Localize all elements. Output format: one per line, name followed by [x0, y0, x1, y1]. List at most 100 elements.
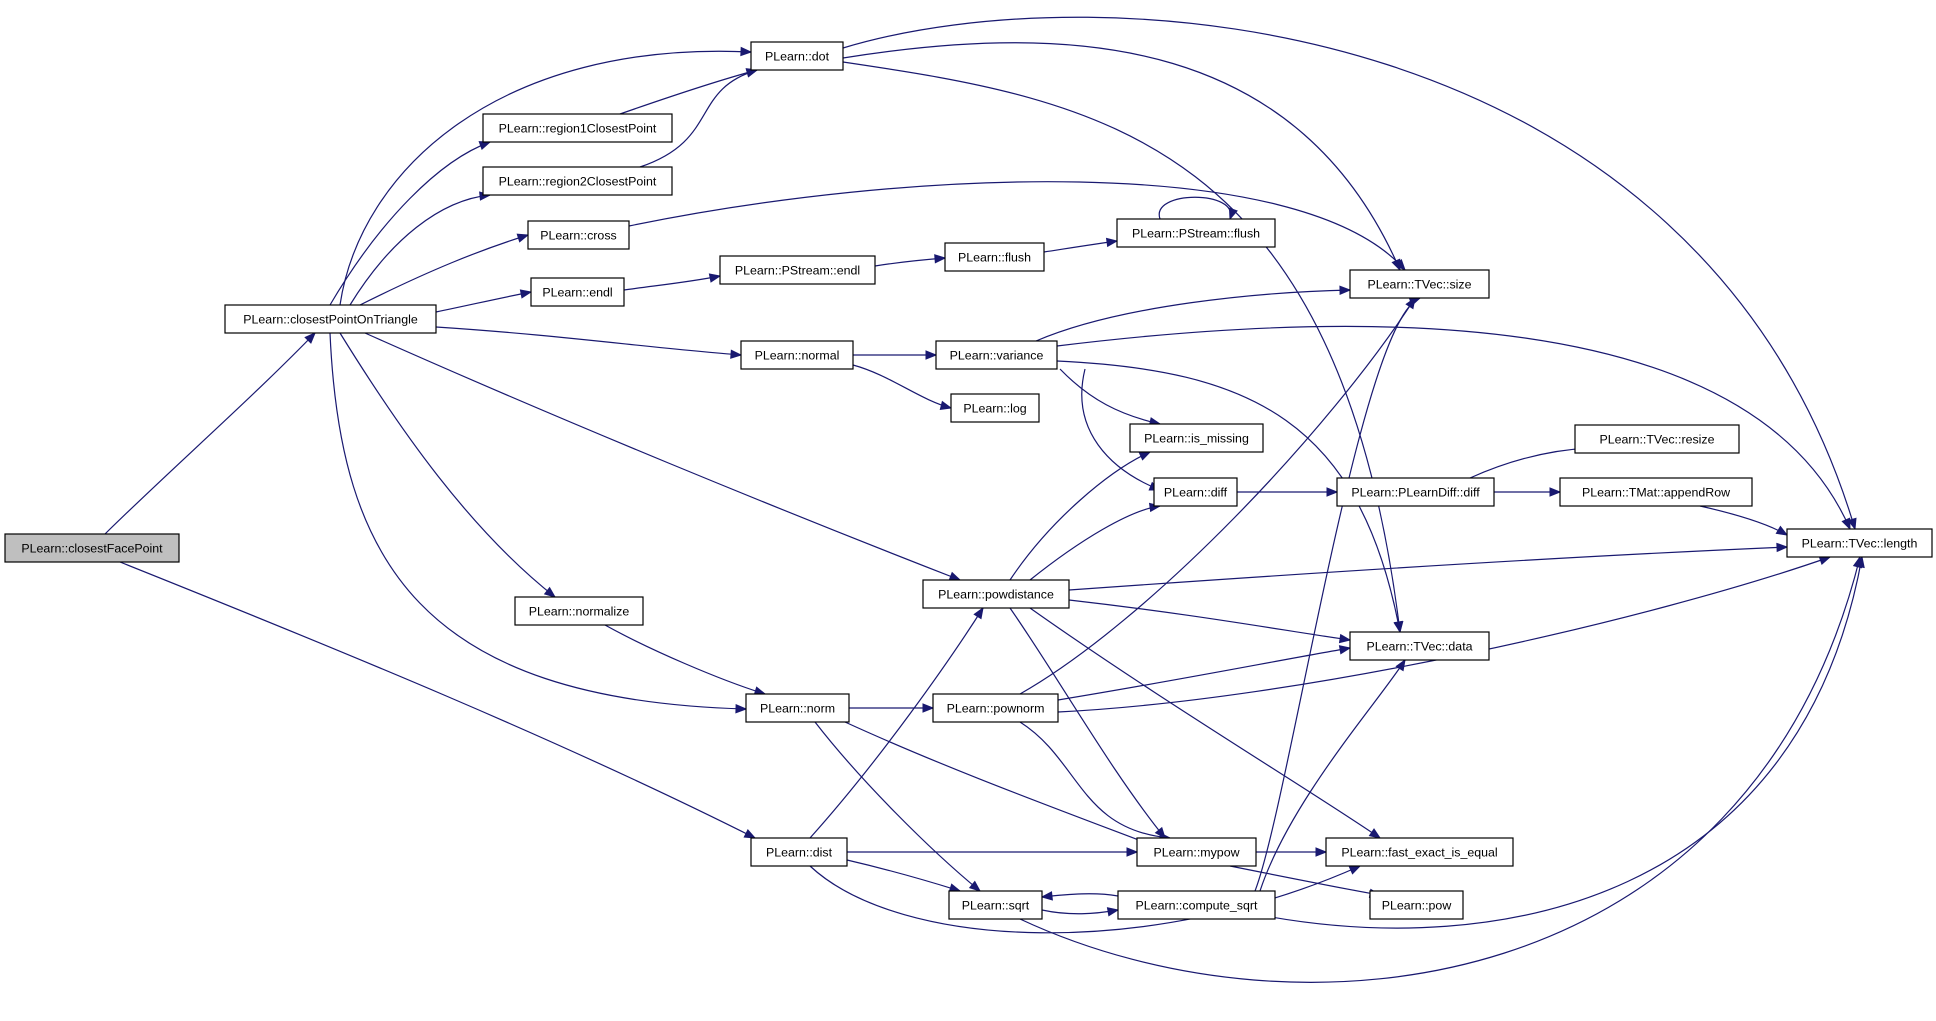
- node-fast-exact[interactable]: PLearn::fast_exact_is_equal: [1325, 837, 1514, 867]
- edge-powdistance-to-mypow: [1009, 607, 1166, 840]
- node-box: [482, 113, 673, 143]
- edge-cross-to-tvec-size: [628, 181, 1406, 272]
- edge-variance-to-tvec-data: [1056, 360, 1403, 634]
- arrowhead-icon: [1775, 525, 1789, 536]
- node-tvec-size[interactable]: PLearn::TVec::size: [1349, 269, 1490, 299]
- node-tvec-data[interactable]: PLearn::TVec::data: [1349, 631, 1490, 661]
- node-log[interactable]: PLearn::log: [950, 393, 1040, 423]
- node-cross[interactable]: PLearn::cross: [527, 220, 630, 250]
- arrowhead-icon: [1040, 891, 1053, 901]
- node-box: [1117, 890, 1276, 920]
- edge-closest-point-on-triangle-to-normalize: [339, 332, 557, 598]
- node-normalize[interactable]: PLearn::normalize: [514, 596, 644, 626]
- node-pstream-endl[interactable]: PLearn::PStream::endl: [719, 255, 876, 285]
- edge-variance-to-is-missing: [1059, 368, 1162, 427]
- arrowhead-icon: [478, 141, 492, 151]
- edge-normalize-to-norm: [604, 624, 767, 696]
- node-label: PLearn::endl: [542, 286, 612, 300]
- node-diff[interactable]: PLearn::diff: [1153, 477, 1238, 507]
- edge-closest-point-on-triangle-to-powdistance: [364, 332, 962, 581]
- node-box: [1129, 423, 1264, 453]
- edge-variance-to-tvec-size: [1035, 285, 1352, 342]
- node-closest-point-on-triangle[interactable]: PLearn::closestPointOnTriangle: [224, 304, 437, 334]
- arrowhead-icon: [922, 703, 935, 713]
- node-pstream-flush[interactable]: PLearn::PStream::flush: [1116, 218, 1276, 248]
- arrowhead-icon: [730, 349, 743, 359]
- node-box: [1116, 218, 1276, 248]
- node-closest-face-point[interactable]: PLearn::closestFacePoint: [4, 533, 180, 563]
- node-box: [530, 277, 625, 307]
- node-box: [1325, 837, 1514, 867]
- node-label: PLearn::PStream::flush: [1132, 227, 1260, 241]
- node-region2[interactable]: PLearn::region2ClosestPoint: [482, 166, 673, 196]
- arrowhead-icon: [543, 586, 557, 598]
- node-box: [750, 837, 848, 867]
- node-normal[interactable]: PLearn::normal: [740, 340, 854, 370]
- node-sqrt[interactable]: PLearn::sqrt: [948, 890, 1043, 920]
- node-box: [932, 693, 1059, 723]
- node-dist[interactable]: PLearn::dist: [750, 837, 848, 867]
- node-label: PLearn::pow: [1382, 899, 1452, 913]
- edge-closest-face-point-to-closest-point-on-triangle: [104, 332, 316, 535]
- node-label: PLearn::PStream::endl: [735, 264, 860, 278]
- node-label: PLearn::TVec::data: [1366, 640, 1472, 654]
- node-resize[interactable]: PLearn::TVec::resize: [1574, 424, 1740, 454]
- edge-diff-to-plearn-diff: [1236, 487, 1339, 497]
- arrowhead-icon: [1841, 517, 1851, 531]
- node-dot[interactable]: PLearn::dot: [750, 41, 844, 71]
- edge-append-row-to-tvec-length: [1699, 505, 1789, 536]
- arrowhead-icon: [925, 350, 938, 360]
- edge-endl-to-pstream-endl: [623, 273, 722, 291]
- node-label: PLearn::TMat::appendRow: [1582, 486, 1730, 500]
- node-box: [745, 693, 850, 723]
- node-label: PLearn::normalize: [529, 605, 630, 619]
- edge-flush-to-pstream-flush: [1043, 237, 1119, 253]
- arrowhead-icon: [519, 289, 533, 299]
- node-box: [719, 255, 876, 285]
- edge-variance-to-tvec-length: [1056, 325, 1851, 531]
- node-pownorm[interactable]: PLearn::pownorm: [932, 693, 1059, 723]
- edge-sqrt-to-compute-sqrt: [1041, 907, 1120, 917]
- edge-dist-to-mypow: [847, 847, 1139, 857]
- node-pow[interactable]: PLearn::pow: [1369, 890, 1464, 920]
- node-label: PLearn::diff: [1164, 486, 1228, 500]
- node-label: PLearn::region2ClosestPoint: [499, 175, 657, 189]
- edge-region1-to-dot: [619, 68, 759, 115]
- arrowhead-icon: [1126, 847, 1139, 857]
- node-is-missing[interactable]: PLearn::is_missing: [1129, 423, 1264, 453]
- node-label: PLearn::fast_exact_is_equal: [1341, 846, 1497, 860]
- node-box: [950, 393, 1040, 423]
- edge-dist-to-sqrt: [846, 859, 962, 893]
- node-plearn-diff[interactable]: PLearn::PLearnDiff::diff: [1336, 477, 1495, 507]
- edge-dot-to-tvec-data: [842, 61, 1404, 634]
- node-box: [750, 41, 844, 71]
- node-box: [1336, 477, 1495, 507]
- edge-norm-to-sqrt: [814, 721, 982, 892]
- arrowhead-icon: [1338, 633, 1352, 644]
- node-label: PLearn::is_missing: [1144, 432, 1249, 446]
- node-tvec-length[interactable]: PLearn::TVec::length: [1786, 528, 1933, 558]
- node-powdistance[interactable]: PLearn::powdistance: [922, 579, 1070, 609]
- edge-pstream-flush-to-pstream-flush: [1158, 196, 1238, 221]
- arrowhead-icon: [1348, 865, 1362, 875]
- node-norm[interactable]: PLearn::norm: [745, 693, 850, 723]
- arrowhead-icon: [740, 46, 753, 57]
- arrowhead-icon: [304, 332, 316, 344]
- arrowhead-icon: [1315, 847, 1328, 857]
- node-label: PLearn::TVec::resize: [1599, 433, 1714, 447]
- arrowhead-icon: [708, 273, 722, 283]
- node-mypow[interactable]: PLearn::mypow: [1136, 837, 1257, 867]
- node-box: [1136, 837, 1257, 867]
- node-box: [944, 242, 1045, 272]
- node-endl[interactable]: PLearn::endl: [530, 277, 625, 307]
- edge-closest-point-on-triangle-to-cross: [359, 233, 530, 306]
- node-variance[interactable]: PLearn::variance: [935, 340, 1058, 370]
- node-region1[interactable]: PLearn::region1ClosestPoint: [482, 113, 673, 143]
- node-compute-sqrt[interactable]: PLearn::compute_sqrt: [1117, 890, 1276, 920]
- node-append-row[interactable]: PLearn::TMat::appendRow: [1559, 477, 1753, 507]
- node-label: PLearn::dist: [766, 846, 833, 860]
- node-flush[interactable]: PLearn::flush: [944, 242, 1045, 272]
- arrowhead-icon: [934, 254, 947, 264]
- edge-closest-point-on-triangle-to-endl: [435, 289, 533, 313]
